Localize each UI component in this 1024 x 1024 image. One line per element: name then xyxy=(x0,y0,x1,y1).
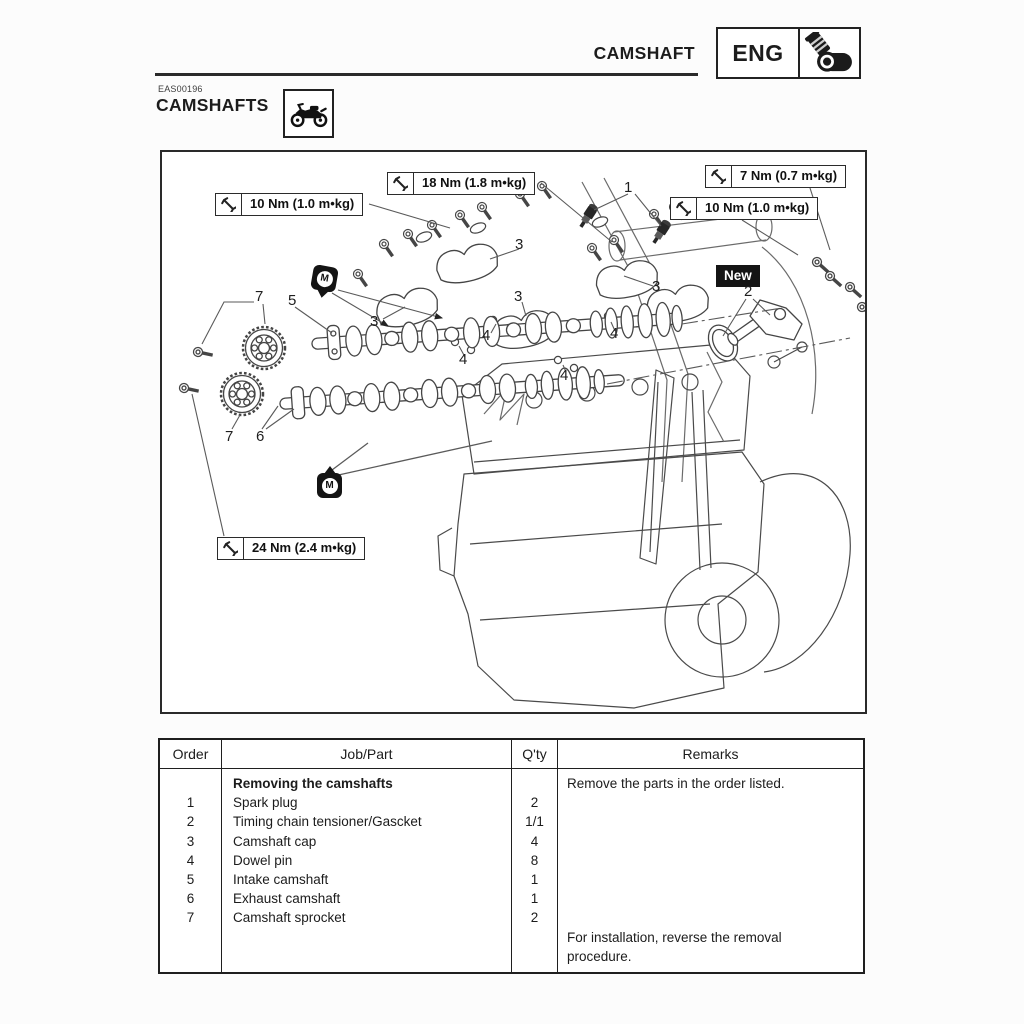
table-cell xyxy=(160,774,221,793)
leader-lines xyxy=(191,182,851,537)
torque-value: 10 Nm (1.0 m•kg) xyxy=(705,200,810,215)
engine-icon xyxy=(800,29,860,77)
torque-callout: 10 Nm (1.0 m•kg) xyxy=(670,197,819,220)
table-cell: 4 xyxy=(530,833,539,849)
torque-callout: 18 Nm (1.8 m•kg) xyxy=(387,172,536,195)
order-column: 1 2 3 4 5 6 7 xyxy=(160,769,222,972)
remarks-column: Remove the parts in the order listed. Fo… xyxy=(558,769,863,972)
page-title: CAMSHAFT xyxy=(593,43,695,63)
part-number-label: 4 xyxy=(560,367,569,384)
engine-block-art xyxy=(437,177,851,709)
molybdenum-oil-icon: M xyxy=(310,264,339,293)
torque-callout: 10 Nm (1.0 m•kg) xyxy=(215,193,364,216)
table-cell: 7 xyxy=(186,910,195,926)
column-header-jobpart: Job/Part xyxy=(222,740,512,768)
part-number-label: 3 xyxy=(515,236,524,253)
qty-column: 2 1/1 4 8 1 1 2 xyxy=(512,769,558,972)
table-cell: Spark plug xyxy=(233,795,298,811)
table-cell: 1 xyxy=(186,795,195,811)
wrench-icon xyxy=(216,194,242,215)
wrench-icon xyxy=(671,198,697,219)
table-cell: 2 xyxy=(186,814,195,830)
table-cell: Intake camshaft xyxy=(233,871,329,887)
parts-table: Order Job/Part Q'ty Remarks 1 2 3 4 5 6 … xyxy=(158,738,865,974)
wrench-icon xyxy=(218,538,244,559)
table-cell: 2 xyxy=(530,910,539,926)
title-rule xyxy=(155,73,698,76)
wrench-icon xyxy=(388,173,414,194)
torque-value: 7 Nm (0.7 m•kg) xyxy=(740,168,838,183)
table-cell: 8 xyxy=(530,852,539,868)
table-body: 1 2 3 4 5 6 7 Removing the camshafts Spa… xyxy=(160,769,863,972)
part-number-label: 3 xyxy=(652,278,661,295)
cap-bolts-art xyxy=(350,178,688,291)
table-cell: Exhaust camshaft xyxy=(233,891,341,907)
part-number-label: 4 xyxy=(610,325,619,342)
part-number-label: 7 xyxy=(255,288,264,305)
table-cell: 3 xyxy=(186,833,195,849)
motorcycle-icon xyxy=(283,89,334,138)
new-part-badge: New xyxy=(716,265,760,287)
section-heading: CAMSHAFTS xyxy=(156,95,269,115)
table-section-title: Removing the camshafts xyxy=(233,776,393,791)
table-cell: Dowel pin xyxy=(233,852,293,868)
badge-divider xyxy=(798,29,800,77)
table-cell: 1/1 xyxy=(525,814,544,830)
part-number-label: 6 xyxy=(256,428,265,445)
section-code: EAS00196 xyxy=(158,84,203,94)
torque-value: 18 Nm (1.8 m•kg) xyxy=(422,175,527,190)
table-cell: 4 xyxy=(186,852,195,868)
remark-bottom: For installation, reverse the removal pr… xyxy=(567,929,782,964)
part-number-label: 2 xyxy=(744,283,753,300)
table-header-row: Order Job/Part Q'ty Remarks xyxy=(160,740,863,769)
table-cell xyxy=(512,774,557,793)
molybdenum-letter: M xyxy=(321,477,338,494)
molybdenum-oil-icon: M xyxy=(317,466,342,498)
chapter-badge-label: ENG xyxy=(732,39,784,66)
torque-callout: 7 Nm (0.7 m•kg) xyxy=(705,165,847,188)
part-number-label: 4 xyxy=(459,351,468,368)
intake-camshaft-art xyxy=(311,301,683,361)
torque-value: 10 Nm (1.0 m•kg) xyxy=(250,196,355,211)
tensioner-art xyxy=(707,253,865,362)
part-number-label: 1 xyxy=(624,179,633,196)
table-cell: Camshaft cap xyxy=(233,833,317,849)
column-header-remarks: Remarks xyxy=(682,746,739,762)
diagram-frame: 10 Nm (1.0 m•kg) 18 Nm (1.8 m•kg) 7 Nm (… xyxy=(160,150,867,714)
column-header-order: Order xyxy=(160,740,222,768)
torque-value: 24 Nm (2.4 m•kg) xyxy=(252,540,357,555)
remark-top: Remove the parts in the order listed. xyxy=(567,776,785,791)
chapter-badge: ENG xyxy=(716,27,861,79)
camshaft-sprocket-art xyxy=(176,325,287,417)
table-cell: 5 xyxy=(186,871,195,887)
wrench-icon xyxy=(706,166,732,187)
part-number-label: 5 xyxy=(288,292,297,309)
jobpart-column: Removing the camshafts Spark plug Timing… xyxy=(222,769,512,972)
table-cell: 2 xyxy=(530,795,539,811)
table-cell: Camshaft sprocket xyxy=(233,910,346,926)
table-cell: 1 xyxy=(530,891,539,907)
table-cell: 1 xyxy=(530,871,539,887)
table-cell: 6 xyxy=(186,891,195,907)
torque-callout: 24 Nm (2.4 m•kg) xyxy=(217,537,366,560)
part-number-label: 3 xyxy=(514,288,523,305)
part-number-label: 4 xyxy=(482,327,491,344)
table-cell: Timing chain tensioner/Gascket xyxy=(233,814,422,830)
part-number-label: 7 xyxy=(225,428,234,445)
engine-exploded-drawing xyxy=(176,177,865,709)
molybdenum-letter: M xyxy=(315,269,334,288)
exhaust-camshaft-art xyxy=(279,366,625,420)
column-header-qty: Q'ty xyxy=(512,740,558,768)
part-number-label: 3 xyxy=(370,313,379,330)
